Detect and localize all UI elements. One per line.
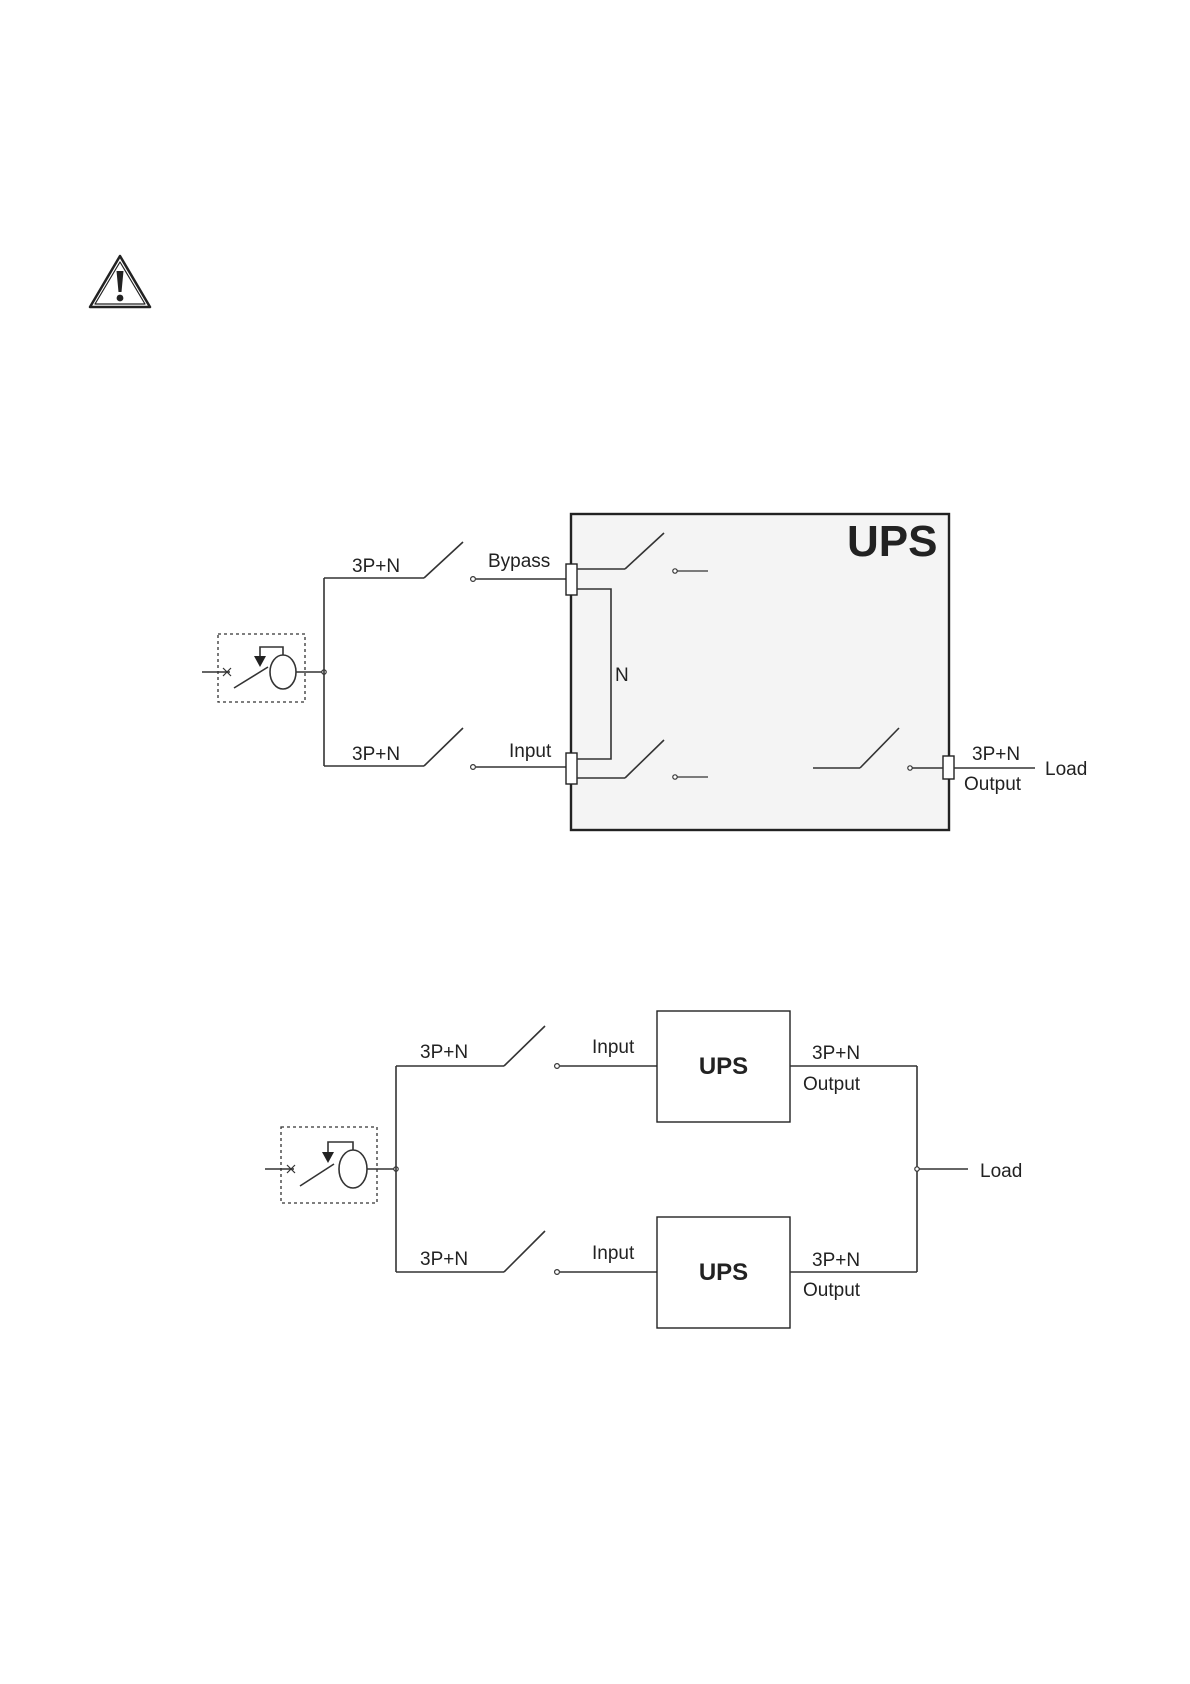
rcd-box-1 bbox=[218, 634, 305, 702]
load-label-2: Load bbox=[980, 1161, 1022, 1182]
bypass-feed-label: 3P+N bbox=[352, 556, 400, 577]
bottom-switch bbox=[504, 1231, 545, 1272]
bypass-switch-1 bbox=[424, 542, 463, 578]
output-label: Output bbox=[964, 774, 1022, 795]
bottom-input-label: Input bbox=[592, 1243, 635, 1264]
output-phase-label: 3P+N bbox=[972, 744, 1020, 765]
bottom-output-phase-label: 3P+N bbox=[812, 1250, 860, 1271]
output-terminal bbox=[943, 756, 954, 779]
top-output-phase-label: 3P+N bbox=[812, 1043, 860, 1064]
bottom-feed-label: 3P+N bbox=[420, 1249, 468, 1270]
bypass-label: Bypass bbox=[488, 551, 550, 572]
ups-top-label: UPS bbox=[699, 1053, 748, 1080]
load-label: Load bbox=[1045, 759, 1087, 780]
bottom-output-label: Output bbox=[803, 1280, 861, 1301]
ups-bottom-label: UPS bbox=[699, 1259, 748, 1286]
bypass-terminal bbox=[566, 564, 577, 595]
top-output-label: Output bbox=[803, 1074, 861, 1095]
diagram-ups-bypass: 3P+N 3P+N Bypass Input UPS N 3P+ bbox=[202, 514, 1087, 830]
input-terminal bbox=[566, 753, 577, 784]
neutral-label: N bbox=[615, 665, 629, 686]
warning-triangle-icon bbox=[90, 256, 150, 307]
input-switch-1 bbox=[424, 728, 463, 766]
top-switch bbox=[504, 1026, 545, 1066]
input-feed-label: 3P+N bbox=[352, 744, 400, 765]
rcd-box-2 bbox=[281, 1127, 377, 1203]
rcd-breaker-2 bbox=[265, 1127, 398, 1203]
diagram-parallel-ups: 3P+N Input UPS 3P+N Output 3P+N Input UP… bbox=[265, 1011, 1022, 1328]
input-label: Input bbox=[509, 741, 552, 762]
rcd-breaker-1 bbox=[202, 634, 326, 702]
top-feed-label: 3P+N bbox=[420, 1042, 468, 1063]
ups-title: UPS bbox=[847, 517, 937, 566]
top-input-label: Input bbox=[592, 1037, 635, 1058]
